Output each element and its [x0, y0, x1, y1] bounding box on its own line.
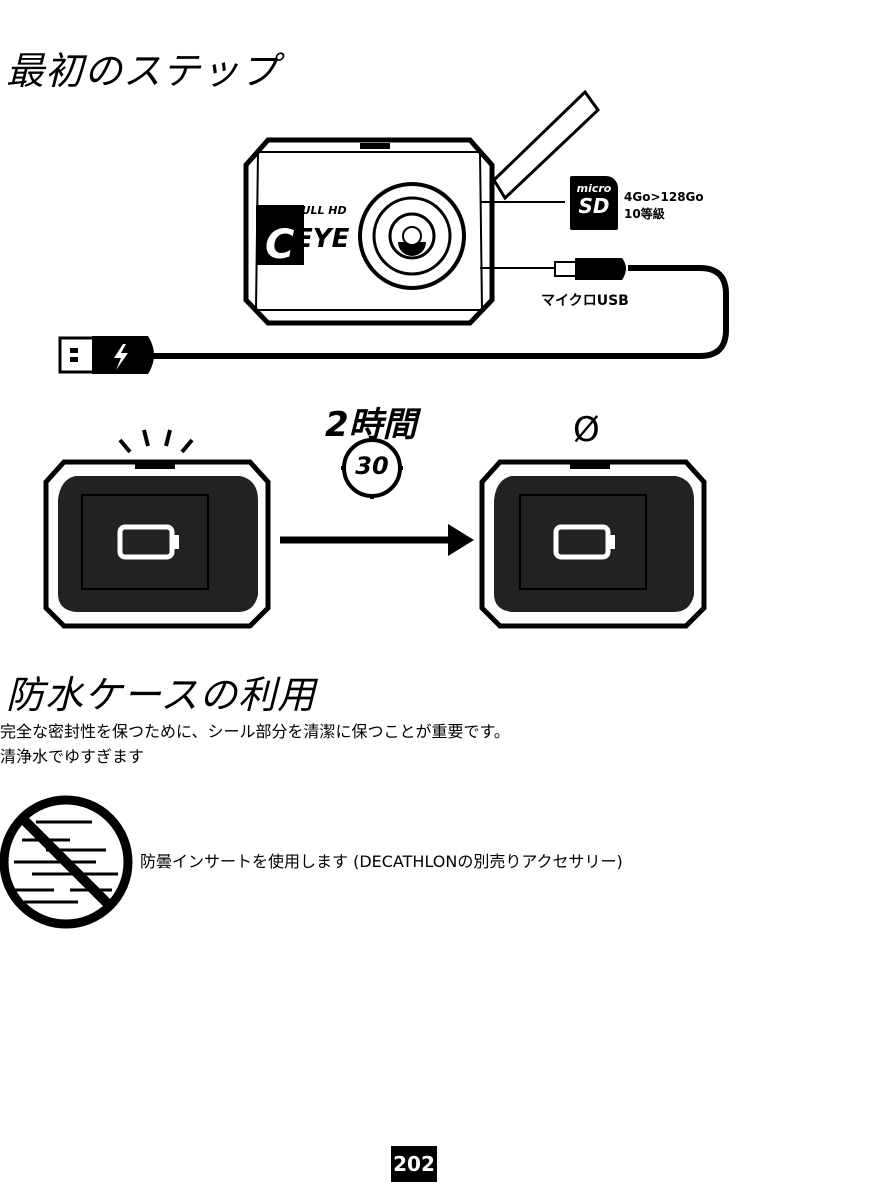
paragraph-rinse: 清浄水でゆすぎます	[0, 745, 144, 769]
arrow-head	[448, 524, 474, 556]
paragraph-seal-cleaning: 完全な密封性を保つために、シール部分を清潔に保つことが重要です。	[0, 720, 510, 744]
no-fog-icon	[0, 790, 140, 935]
micro-usb-plug	[575, 258, 626, 280]
camera-back-charged	[482, 462, 704, 626]
charge-duration-hours: 2時間	[325, 397, 417, 446]
camera-top-button	[360, 143, 390, 149]
camera-logo-letter: C	[265, 222, 294, 268]
microsd-logo-icon: micro SD	[570, 176, 618, 230]
led-ray	[120, 440, 130, 452]
led-off-symbol: Ø	[573, 410, 600, 450]
micro-usb-tip	[555, 262, 577, 276]
led-ray	[182, 440, 192, 452]
led-ray	[166, 430, 170, 446]
camera-back-charging	[46, 462, 268, 626]
micro-usb-label: マイクロUSB	[541, 290, 629, 310]
led-ray	[144, 430, 148, 446]
camera-brand-large: EYE	[295, 224, 350, 254]
camera-brand-small: FULL HD	[294, 204, 347, 217]
sd-capacity: 4Go>128Go	[624, 190, 704, 205]
usb-a-tip	[60, 338, 94, 372]
charging-illustration	[0, 395, 887, 640]
charge-duration-minutes: 30	[352, 452, 392, 480]
anti-fog-note: 防曇インサートを使用します (DECATHLONの別売りアクセサリー)	[140, 850, 623, 874]
microsd-logo-bottom: SD	[570, 195, 618, 217]
sd-speed-class: 10等級	[624, 207, 665, 222]
camera-connections-illustration: FULL HD C EYE	[0, 80, 887, 390]
section-title-waterproof-case: 防水ケースの利用	[6, 664, 316, 719]
page-number: 202	[391, 1146, 437, 1182]
